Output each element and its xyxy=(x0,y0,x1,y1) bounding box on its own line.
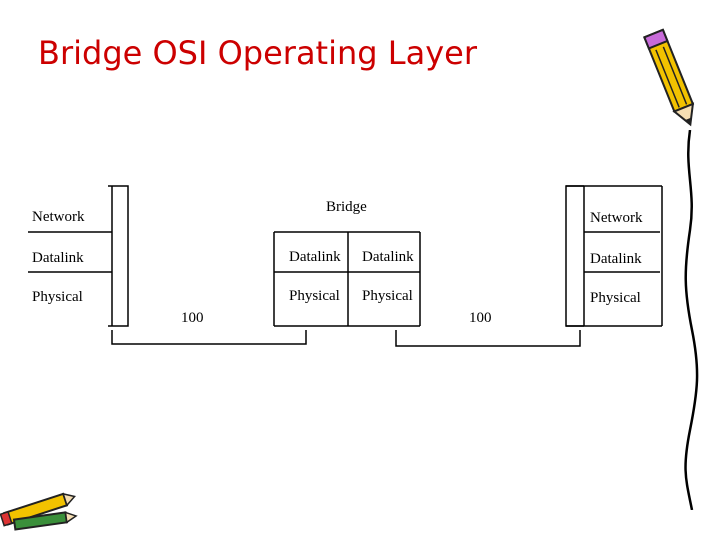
left-host-physical-layer: Physical xyxy=(32,289,83,305)
right-link-cable xyxy=(395,330,581,347)
bridge-left-datalink: Datalink xyxy=(289,249,341,265)
pencil-clipart-icon xyxy=(643,28,695,127)
bridge-label: Bridge xyxy=(326,199,367,215)
pencils-clipart-icon xyxy=(0,492,78,531)
bridge-right-datalink: Datalink xyxy=(362,249,414,265)
left-host-box xyxy=(28,185,129,327)
left-host-datalink-layer: Datalink xyxy=(32,250,84,266)
left-link-cable xyxy=(111,330,307,345)
right-host-datalink-layer: Datalink xyxy=(590,251,642,267)
left-host-network-layer: Network xyxy=(32,209,85,225)
left-link-speed: 100 xyxy=(181,310,204,326)
slide-title: Bridge OSI Operating Layer xyxy=(38,34,477,72)
right-host-network-layer: Network xyxy=(590,210,643,226)
right-link-speed: 100 xyxy=(469,310,492,326)
squiggle-decoration xyxy=(684,130,699,510)
bridge-box xyxy=(273,231,421,327)
right-host-box xyxy=(565,185,663,327)
bridge-left-physical: Physical xyxy=(289,288,340,304)
bridge-right-physical: Physical xyxy=(362,288,413,304)
right-host-physical-layer: Physical xyxy=(590,290,641,306)
